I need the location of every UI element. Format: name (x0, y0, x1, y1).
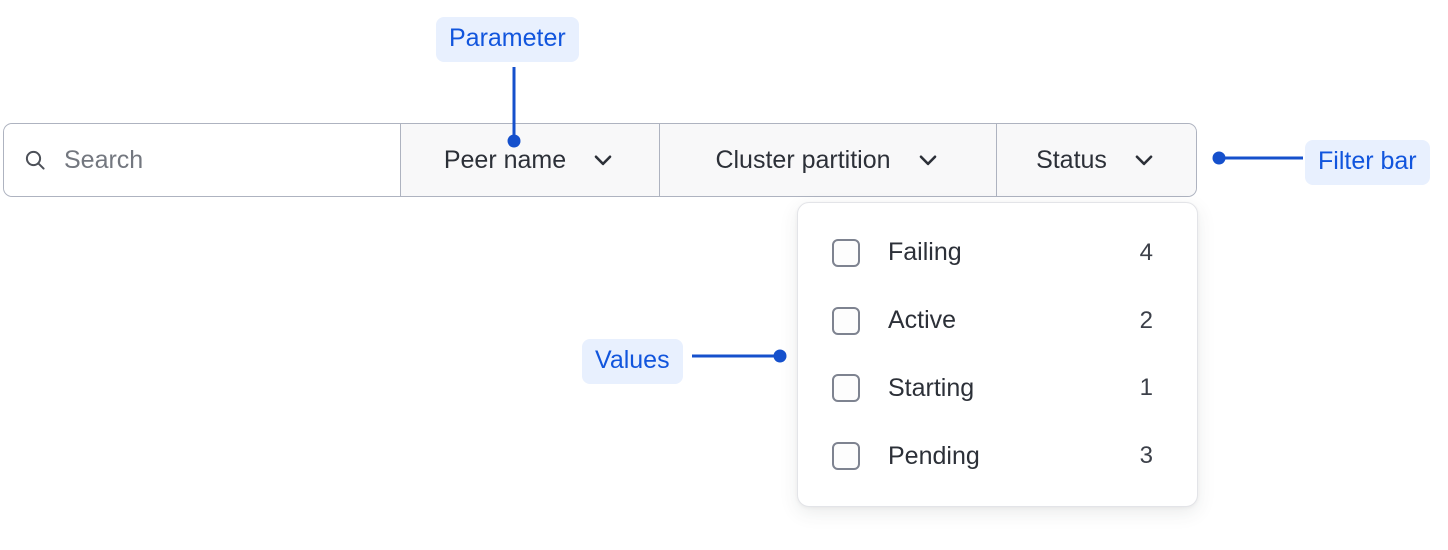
filter-segment-label: Status (1036, 145, 1107, 174)
leader-dot-values (773, 349, 787, 363)
checkbox[interactable] (832, 374, 860, 403)
checkbox[interactable] (832, 238, 860, 267)
dropdown-option[interactable]: Starting 1 (798, 358, 1197, 418)
annotation-chip-values: Values (582, 339, 683, 384)
filter-segment-label: Peer name (443, 145, 567, 174)
status-dropdown-panel: Failing 4 Active 2 Starting 1 Pending 3 (797, 202, 1198, 507)
chevron-down-icon (1135, 155, 1153, 166)
search-field[interactable] (4, 124, 401, 196)
filter-segment-label: Cluster partition (715, 145, 891, 174)
search-input[interactable] (64, 145, 374, 175)
dropdown-option-count: 1 (1139, 374, 1153, 402)
annotation-chip-parameter: Parameter (436, 17, 579, 62)
filter-segment-status[interactable]: Status (997, 124, 1196, 196)
dropdown-option[interactable]: Failing 4 (798, 223, 1197, 283)
annotation-chip-filter-bar: Filter bar (1305, 140, 1430, 185)
dropdown-option-label: Failing (888, 238, 962, 267)
chevron-down-icon (594, 155, 612, 166)
search-icon (25, 150, 45, 170)
dropdown-option-label: Pending (888, 441, 980, 470)
dropdown-option[interactable]: Pending 3 (798, 426, 1197, 486)
dropdown-option-count: 4 (1139, 238, 1153, 266)
dropdown-option[interactable]: Active 2 (798, 291, 1197, 351)
leader-dot-filter-bar (1212, 151, 1226, 165)
dropdown-option-count: 2 (1139, 306, 1153, 334)
dropdown-option-count: 3 (1139, 442, 1153, 470)
checkbox[interactable] (832, 306, 860, 335)
filter-segment-peer-name[interactable]: Peer name (401, 124, 660, 196)
chevron-down-icon (919, 155, 936, 166)
filter-bar: Peer name Cluster partition Status (3, 123, 1197, 197)
filter-segment-cluster-partition[interactable]: Cluster partition (660, 124, 997, 196)
dropdown-option-label: Active (888, 306, 957, 335)
dropdown-option-label: Starting (888, 373, 975, 402)
checkbox[interactable] (832, 442, 860, 471)
